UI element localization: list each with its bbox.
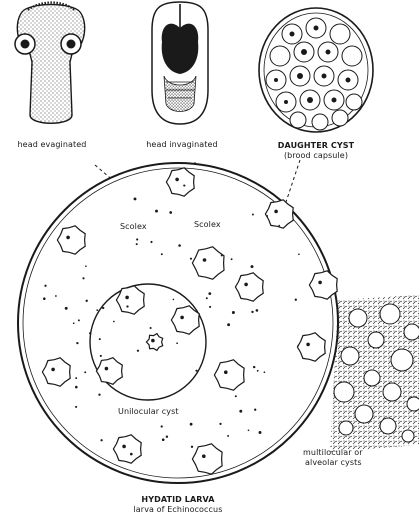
label-scolex-left: Scolex bbox=[120, 222, 147, 231]
label-brood-capsule: (brood capsule) bbox=[268, 151, 364, 160]
label-hydatid-larva: HYDATID LARVA bbox=[118, 495, 238, 504]
label-head-invaginated: head invaginated bbox=[136, 140, 228, 149]
daughter-cyst-figure bbox=[259, 8, 373, 132]
label-multilocular-line2: alveolar cysts bbox=[305, 458, 362, 467]
scolex-evaginated-figure bbox=[15, 3, 85, 124]
label-larva-of-genus: Echinococcus bbox=[167, 505, 222, 514]
label-daughter-cyst: DAUGHTER CYST bbox=[268, 141, 364, 150]
label-unilocular-cyst: Unilocular cyst bbox=[118, 407, 179, 416]
hydatid-cyst-figure bbox=[18, 163, 338, 483]
scolex-invaginated-figure bbox=[152, 2, 208, 124]
label-larva-of: larva of Echinococcus bbox=[118, 505, 238, 514]
label-scolex-right: Scolex bbox=[194, 220, 221, 229]
label-larva-of-prefix: larva of bbox=[133, 505, 164, 514]
label-head-evaginated: head evaginated bbox=[6, 140, 98, 149]
label-multilocular-line1: multilocular or bbox=[303, 448, 363, 457]
alveolar-cyst-figure bbox=[330, 295, 419, 452]
